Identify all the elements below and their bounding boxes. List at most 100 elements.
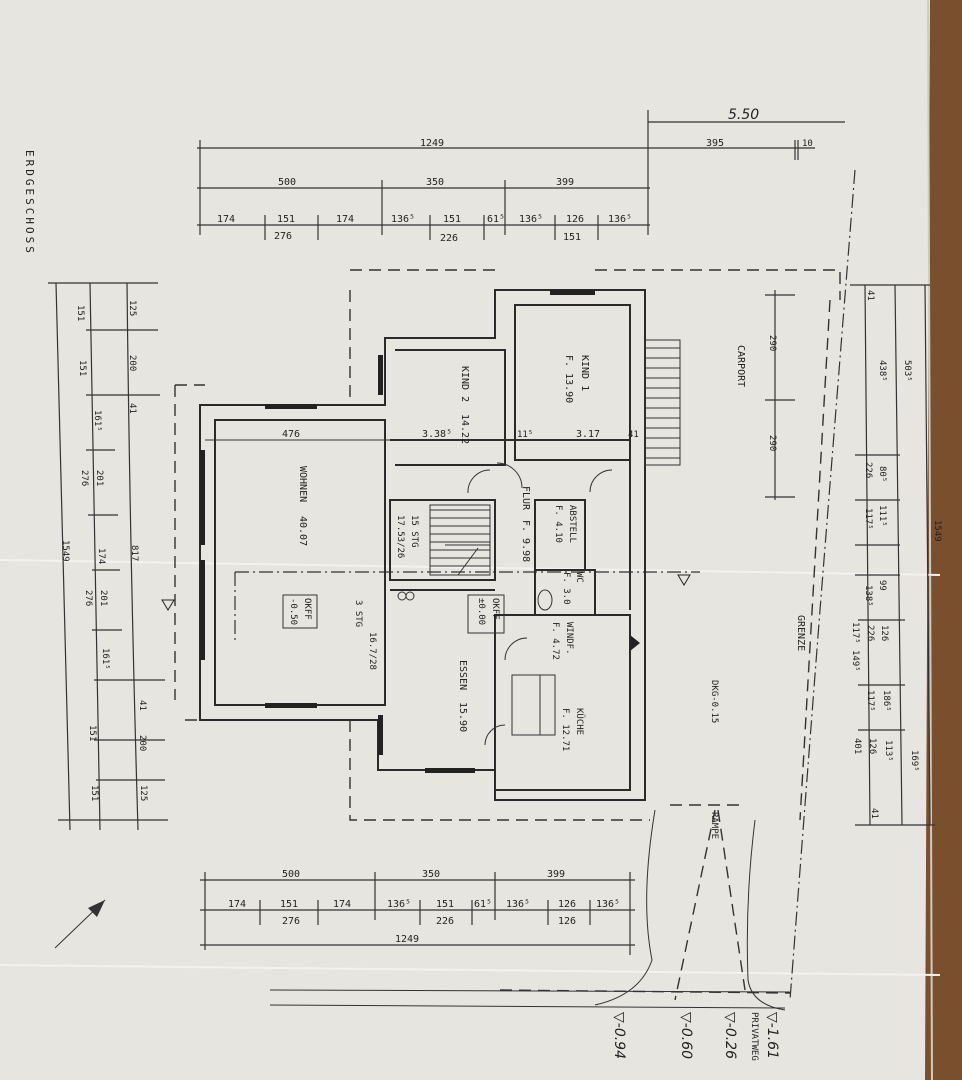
dim: 500 bbox=[278, 177, 296, 188]
dim: 174 bbox=[228, 899, 246, 910]
dim: 61⁵ bbox=[487, 214, 505, 225]
dim-ten: 10 bbox=[802, 139, 813, 149]
dim: 151 bbox=[75, 305, 85, 321]
room-windfang: WINDF.F. 4.72 bbox=[550, 622, 574, 660]
svg-text:FLUR: FLUR bbox=[520, 486, 531, 511]
dim: 399 bbox=[547, 869, 565, 880]
level-ramp-3: ▽-0.26 bbox=[722, 1012, 738, 1059]
dim: 125 bbox=[138, 785, 148, 801]
dim: 117⁵ bbox=[863, 508, 873, 530]
svg-text:F. 3.0: F. 3.0 bbox=[561, 572, 571, 605]
dim: 126 bbox=[558, 899, 576, 910]
dim-wohnen-width: 476 bbox=[282, 429, 300, 440]
svg-text:F. 13.90: F. 13.90 bbox=[563, 355, 574, 403]
dim: 117⁵ bbox=[865, 690, 875, 712]
dim: 401 bbox=[852, 738, 862, 754]
dim: 151 bbox=[280, 899, 298, 910]
stair-ratio: 17.53/26 bbox=[395, 515, 405, 558]
dim: 151 bbox=[87, 725, 97, 741]
carport-dim: 290 bbox=[767, 335, 777, 351]
boundary-label: GRENZE bbox=[795, 615, 806, 651]
dim: 111⁵ bbox=[877, 505, 887, 527]
entrance-marker-icon bbox=[630, 635, 640, 651]
bottom-dimensions: 500 350 399 174 151 174 136⁵ 151 61⁵ 136… bbox=[200, 869, 635, 955]
right-dimensions: 438⁵ 503⁵ 1549 80⁵ 111⁵ 99 126 186⁵ 113⁵… bbox=[850, 284, 942, 826]
dim: 276 bbox=[274, 231, 292, 242]
dim: 41 bbox=[865, 290, 875, 301]
svg-text:KIND 1: KIND 1 bbox=[579, 355, 590, 391]
room-wc: WCF. 3.0 bbox=[561, 572, 584, 605]
room-essen: ESSEN 15.90 bbox=[457, 660, 468, 732]
dim: 136⁵ bbox=[608, 214, 632, 225]
carport-label: CARPORT bbox=[735, 345, 746, 387]
dim: 161⁵ bbox=[92, 410, 102, 432]
dim: 151 bbox=[89, 785, 99, 801]
dim: 41 bbox=[137, 700, 147, 711]
dim: 61⁵ bbox=[474, 899, 492, 910]
svg-text:ESSEN: ESSEN bbox=[457, 660, 468, 690]
dim: 276 bbox=[83, 590, 93, 606]
okff-main: ±0.00 bbox=[476, 598, 486, 625]
okff-label: OKFF bbox=[490, 598, 500, 620]
staircase: 15 STG 17.53/26 3 STG 16.7/28 bbox=[353, 339, 681, 670]
stair-count: 15 STG bbox=[409, 515, 419, 548]
plan-title: ERDGESCHOSS bbox=[23, 150, 36, 256]
ramp-label: RAMPE bbox=[709, 812, 719, 839]
dim: 41 bbox=[127, 403, 137, 414]
carport-dim: 290 bbox=[767, 435, 777, 451]
dim: 136⁵ bbox=[596, 899, 620, 910]
dim: 126 bbox=[867, 738, 877, 754]
dim-kind1-width: 3.17 bbox=[576, 429, 600, 440]
dim: 201 bbox=[94, 470, 104, 486]
dim: 200 bbox=[127, 355, 137, 371]
dim: 126 bbox=[558, 916, 576, 927]
room-kind-1: KIND 1 F. 13.90 bbox=[563, 355, 590, 403]
dim: 151 bbox=[277, 214, 295, 225]
svg-text:15.90: 15.90 bbox=[457, 702, 468, 732]
small-stair-count: 3 STG bbox=[353, 600, 363, 627]
dim: 201 bbox=[98, 590, 108, 606]
wooden-table bbox=[925, 0, 962, 1080]
svg-text:F. 4.72: F. 4.72 bbox=[550, 622, 560, 660]
dim-wall: 11⁵ bbox=[517, 430, 533, 440]
svg-text:F. 9.98: F. 9.98 bbox=[520, 520, 531, 562]
room-kind-2: KIND 214.22 bbox=[459, 366, 470, 444]
dim: 226 bbox=[865, 625, 875, 641]
svg-text:14.22: 14.22 bbox=[459, 414, 470, 444]
fold-line bbox=[0, 559, 941, 576]
dim: 226 bbox=[436, 916, 454, 927]
dim: 117⁵ bbox=[850, 622, 860, 644]
svg-text:KÜCHE: KÜCHE bbox=[574, 708, 585, 735]
dim: 136⁵ bbox=[519, 214, 543, 225]
dim-total: 1249 bbox=[420, 138, 444, 149]
windows bbox=[200, 290, 595, 773]
dim: 174 bbox=[336, 214, 354, 225]
level-ramp-1: ▽-0.94 bbox=[611, 1012, 627, 1059]
dim: 174 bbox=[217, 214, 235, 225]
dim: 136⁵ bbox=[506, 899, 530, 910]
dim: 151 bbox=[563, 232, 581, 243]
dim-wall2: 41 bbox=[628, 430, 639, 440]
top-dimensions: 5.50 1249 395 10 500 350 399 174 151 174… bbox=[197, 107, 845, 244]
section-marker-icon bbox=[161, 599, 175, 611]
dim: 174 bbox=[96, 548, 106, 564]
level-ramp-2: ▽-0.60 bbox=[678, 1012, 694, 1059]
dim: 136⁵ bbox=[387, 899, 411, 910]
svg-text:WC: WC bbox=[574, 572, 584, 583]
dim: 136⁵ bbox=[391, 214, 415, 225]
paper-edge bbox=[927, 0, 933, 1080]
room-flur: FLUR F. 9.98 bbox=[520, 486, 531, 562]
svg-text:ABSTELL: ABSTELL bbox=[567, 505, 577, 543]
okff-wohnen: -0.50 bbox=[288, 598, 298, 625]
dim: 399 bbox=[556, 177, 574, 188]
north-arrow-head bbox=[88, 900, 105, 917]
dim: 126 bbox=[879, 625, 889, 641]
dim: 276 bbox=[282, 916, 300, 927]
privatweg-label: PRIVATWEG bbox=[749, 1012, 759, 1061]
fold-line bbox=[0, 964, 941, 976]
